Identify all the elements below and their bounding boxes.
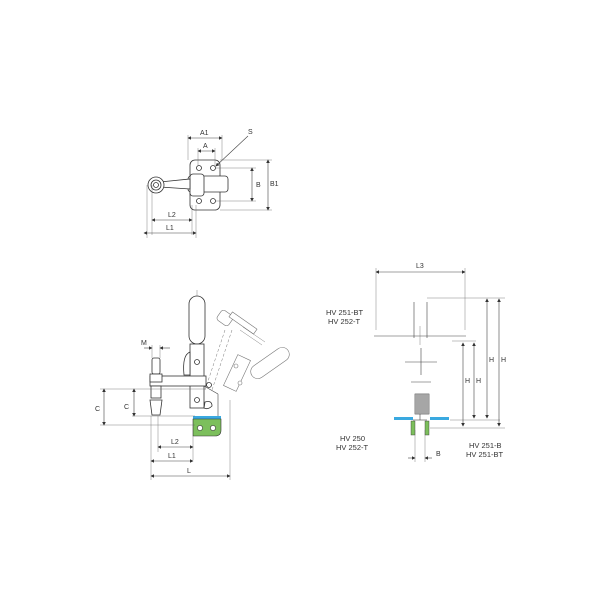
dim-l2: L2	[168, 212, 176, 219]
dim-c-inner: C	[124, 404, 129, 411]
dim-l1-side: L1	[168, 453, 176, 460]
dim-h3: H	[489, 357, 494, 364]
dim-s: S	[248, 129, 253, 136]
blue-surface-right	[430, 417, 449, 420]
green-base-plate	[192, 418, 222, 437]
model-hv250: HV 250	[340, 434, 365, 443]
model-hv252t-top: HV 252-T	[328, 317, 361, 326]
top-view: A1 A S B B1 L2 L1	[143, 129, 279, 238]
dim-b: B	[256, 182, 261, 189]
side-view: M C C L2 L1 L	[95, 290, 290, 480]
dim-l3: L3	[416, 263, 424, 270]
mesh-spindle	[414, 393, 430, 415]
model-hv251bt-top: HV 251-BT	[326, 308, 364, 317]
spindle-tip	[149, 399, 163, 416]
dim-a1: A1	[200, 130, 209, 137]
model-hv252t-bottom: HV 252-T	[336, 443, 369, 452]
blue-surface-left	[394, 417, 413, 420]
dim-h1: H	[465, 378, 470, 385]
green-bushing-right	[424, 420, 430, 436]
ghost-handle-open	[204, 309, 290, 392]
dim-c-outer: C	[95, 406, 100, 413]
green-bushing-left	[410, 420, 416, 436]
dim-m: M	[141, 340, 147, 347]
dim-h2: H	[476, 378, 481, 385]
dim-l-side: L	[187, 468, 191, 475]
blue-mount-surface	[193, 416, 221, 419]
dim-h4: H	[501, 357, 506, 364]
dim-l1: L1	[166, 225, 174, 232]
model-hv251bt-bottom: HV 251-BT	[466, 450, 504, 459]
dim-b-variant: B	[436, 451, 441, 458]
model-hv251b: HV 251-B	[469, 441, 502, 450]
dim-b1: B1	[270, 181, 279, 188]
handle-grip	[188, 295, 206, 345]
variant-view: L3 B H H	[326, 263, 506, 462]
dim-l2-side: L2	[171, 439, 179, 446]
dim-a: A	[203, 143, 208, 150]
